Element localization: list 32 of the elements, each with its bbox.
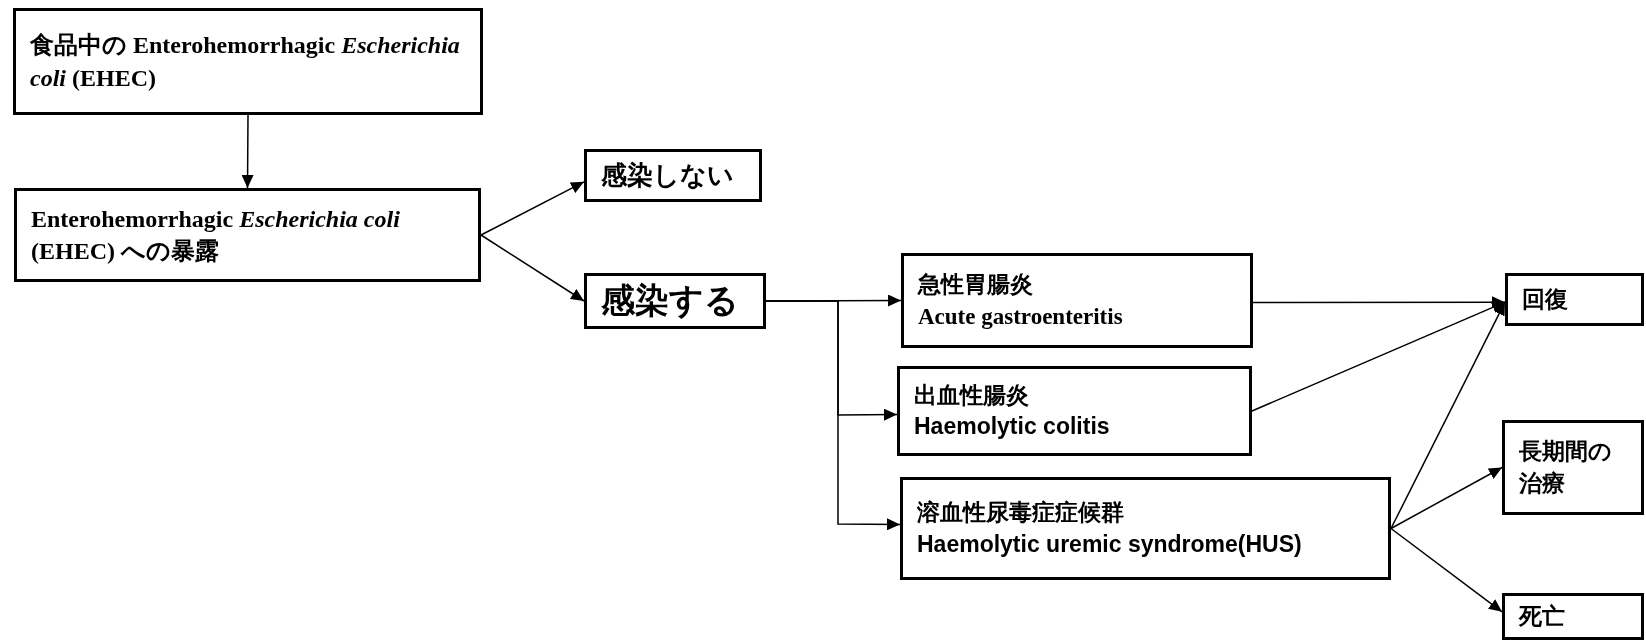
box-label: Enterohemorrhagic Escherichia coli (EHEC) への暴露: [31, 204, 401, 266]
process-box: [897, 366, 1252, 456]
box-heading: 溶血性尿毒症症候群: [917, 498, 1125, 528]
arrow: [1390, 527, 1503, 613]
process-box: [1502, 420, 1644, 515]
box-label: Haemolytic colitis: [914, 412, 1111, 441]
arrow: [1390, 301, 1506, 530]
arrow: [480, 234, 585, 302]
process-box: [900, 477, 1391, 580]
arrow: [1251, 301, 1506, 412]
process-box: [1505, 273, 1644, 326]
box-label: 感染しない: [601, 158, 735, 192]
process-box: [584, 149, 762, 202]
box-heading: 急性胃腸炎: [918, 270, 1034, 300]
box-label: Acute gastroenteritis: [918, 302, 1124, 331]
arrow: [1390, 466, 1503, 530]
process-box: [901, 253, 1253, 348]
process-box: [13, 8, 483, 115]
arrow: [241, 114, 254, 189]
box-label: Haemolytic uremic syndrome(HUS): [917, 529, 1303, 559]
process-box: [1502, 593, 1644, 640]
arrow: [1252, 296, 1506, 309]
arrow: [765, 300, 901, 531]
box-label: 長期間の治療: [1519, 437, 1613, 498]
process-box: [14, 188, 481, 282]
process-box: [584, 273, 766, 329]
box-heading: 出血性腸炎: [914, 380, 1030, 410]
box-label: 感染する: [601, 280, 740, 322]
arrow: [480, 181, 585, 236]
box-label: 回復: [1522, 284, 1569, 314]
box-label: 死亡: [1519, 602, 1566, 631]
box-label: 食品中の Enterohemorrhagic Escherichia coli (EHEC): [30, 31, 461, 93]
